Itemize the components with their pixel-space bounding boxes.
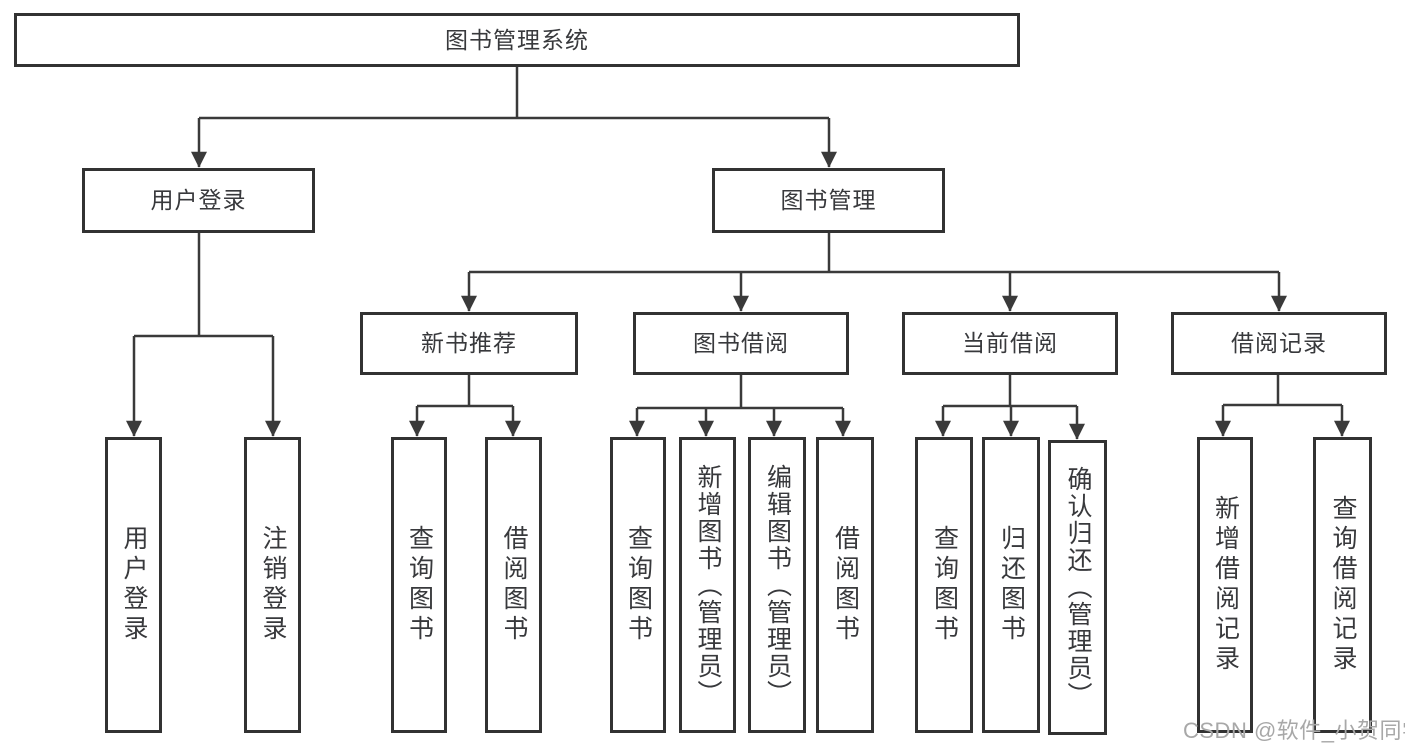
- leaf-query-books-recommend: 查询图书: [391, 437, 447, 733]
- leaf-confirm-return-admin: 确认归还（管理员）: [1048, 440, 1107, 735]
- leaf-add-books-admin: 新增图书（管理员）: [679, 437, 736, 733]
- leaf-query-borrow-record: 查询借阅记录: [1313, 437, 1372, 733]
- leaf-query-books-borrow: 查询图书: [610, 437, 666, 733]
- leaf-borrow-books: 借阅图书: [816, 437, 874, 733]
- leaf-query-books-current: 查询图书: [915, 437, 973, 733]
- node-user-login: 用户登录: [82, 168, 315, 233]
- node-new-book-recommend: 新书推荐: [360, 312, 578, 375]
- leaf-user-login: 用户登录: [105, 437, 162, 733]
- node-book-borrowing: 图书借阅: [633, 312, 849, 375]
- leaf-add-borrow-record: 新增借阅记录: [1197, 437, 1253, 733]
- leaf-edit-books-admin: 编辑图书（管理员）: [748, 437, 806, 733]
- node-current-borrowing: 当前借阅: [902, 312, 1118, 375]
- csdn-watermark: CSDN @软件_小贺同学: [1183, 718, 1405, 743]
- node-library-management-system: 图书管理系统: [14, 13, 1020, 67]
- leaf-logout: 注销登录: [244, 437, 301, 733]
- leaf-return-books: 归还图书: [982, 437, 1040, 733]
- node-borrowing-records: 借阅记录: [1171, 312, 1387, 375]
- leaf-borrow-books-recommend: 借阅图书: [485, 437, 542, 733]
- node-book-management: 图书管理: [712, 168, 945, 233]
